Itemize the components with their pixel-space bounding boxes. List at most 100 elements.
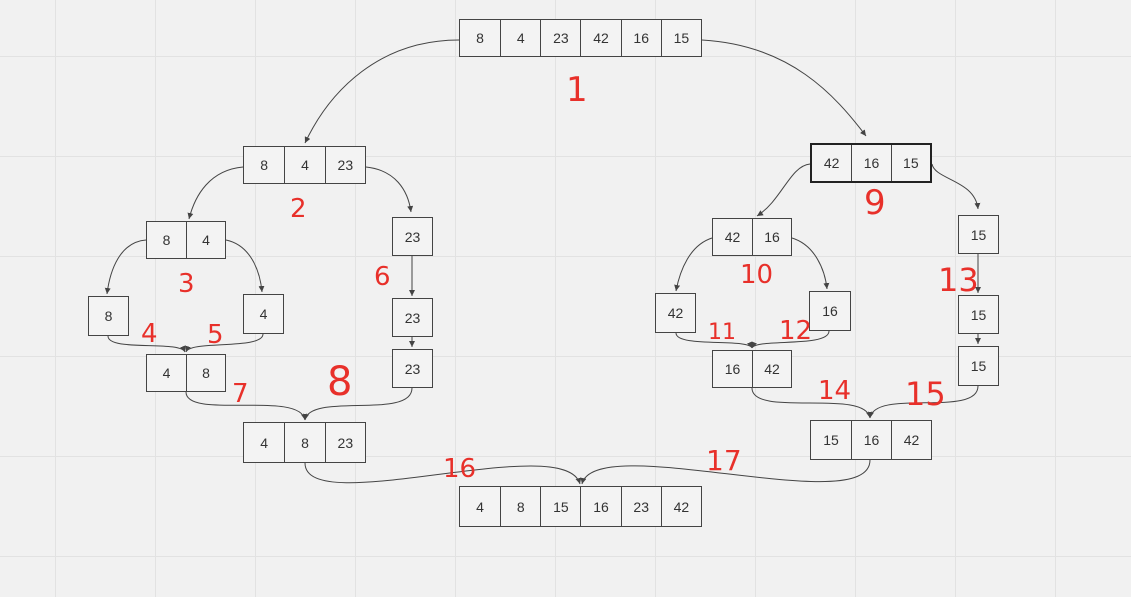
- array-cell: 23: [404, 228, 421, 245]
- array-cell: 23: [620, 487, 661, 526]
- array-cell: 16: [620, 20, 661, 56]
- array-cell: 16: [752, 219, 791, 255]
- array-cell: 16: [851, 421, 891, 459]
- array-cell: 42: [667, 305, 684, 321]
- array-cell: 4: [260, 434, 269, 451]
- step-label: 3: [178, 269, 195, 299]
- step-label: 4: [141, 319, 158, 349]
- step-label: 10: [740, 260, 774, 290]
- array-cell: 15: [660, 20, 701, 56]
- array-8[interactable]: 8: [88, 296, 129, 336]
- edge-9-to-13: [931, 163, 981, 210]
- step-label: 7: [232, 379, 249, 409]
- step-label: 2: [290, 194, 307, 224]
- step-label: 17: [706, 444, 742, 477]
- array-42[interactable]: 42: [655, 293, 696, 333]
- array-cell: 15: [970, 226, 987, 243]
- array-cell: 8: [476, 30, 484, 46]
- step-label: 8: [327, 359, 353, 405]
- array-cell: 42: [724, 229, 741, 245]
- step-label: 16: [443, 454, 477, 484]
- array-cell: 16: [580, 487, 620, 526]
- array-cell: 23: [404, 360, 421, 377]
- array-cell: 15: [890, 145, 930, 181]
- array-15-split[interactable]: 15: [958, 215, 999, 254]
- array-cell: 15: [970, 358, 987, 374]
- array-23-low[interactable]: 23: [392, 349, 433, 388]
- array-cell: 42: [823, 155, 840, 171]
- step-label: 11: [708, 320, 736, 345]
- edge-14-to-16: [751, 387, 872, 419]
- array-cell: 8: [260, 157, 269, 173]
- edge-4-to-7: [107, 335, 186, 353]
- step-label: 9: [864, 183, 886, 223]
- edge-10-to-12: [791, 237, 830, 290]
- edge-6c-to-8: [303, 387, 413, 421]
- array-23-mid[interactable]: 23: [392, 298, 433, 337]
- edge-11-to-14: [675, 332, 753, 349]
- array-cell: 42: [891, 421, 931, 459]
- array-42-16[interactable]: 42 16: [712, 218, 792, 256]
- array-cell: 8: [162, 232, 171, 248]
- array-cell: 15: [823, 432, 839, 448]
- edge-1-to-9: [701, 39, 867, 137]
- edge-3-to-5: [225, 239, 265, 293]
- step-label: 15: [905, 375, 946, 413]
- array-cell: 4: [162, 365, 171, 381]
- edge-9-to-10: [756, 163, 811, 217]
- edge-12-to-14: [751, 330, 830, 349]
- array-cell: 23: [324, 423, 365, 462]
- edge-5-to-7: [185, 333, 264, 353]
- edge-8-to-17: [304, 462, 582, 485]
- edge-10-to-11: [674, 237, 713, 292]
- edge-1-to-2: [304, 39, 460, 144]
- array-23-split[interactable]: 23: [392, 217, 433, 256]
- step-label: 1: [566, 70, 588, 110]
- array-cell: 23: [324, 147, 365, 183]
- edge-16-to-17: [580, 459, 871, 485]
- step-label: 14: [818, 376, 852, 406]
- edge-7-to-8: [185, 391, 307, 421]
- array-cell: 23: [540, 20, 580, 56]
- array-cell: 42: [660, 487, 701, 526]
- edge-2-to-3: [187, 166, 244, 220]
- edge-3-to-4: [104, 239, 147, 295]
- array-cell: 42: [580, 20, 620, 56]
- step-label: 5: [207, 320, 224, 350]
- array-cell: 15: [970, 306, 987, 323]
- array-16[interactable]: 16: [809, 291, 851, 331]
- array-cell: 23: [404, 309, 421, 326]
- array-cell: 16: [851, 145, 890, 181]
- array-15-mid[interactable]: 15: [958, 295, 999, 334]
- step-label: 13: [938, 261, 979, 299]
- edge-15-to-16: [868, 385, 979, 419]
- array-4[interactable]: 4: [243, 294, 284, 334]
- array-cell: 8: [500, 487, 540, 526]
- array-cell: 42: [752, 351, 791, 387]
- edge-2-to-6: [365, 166, 414, 213]
- array-cell: 8: [104, 308, 113, 324]
- array-cell: 4: [284, 147, 324, 183]
- array-cell: 4: [259, 306, 268, 322]
- array-cell: 16: [724, 361, 741, 377]
- array-cell: 4: [500, 20, 540, 56]
- array-cell: 4: [476, 498, 484, 515]
- array-cell: 16: [822, 303, 838, 319]
- array-cell: 8: [284, 423, 324, 462]
- step-label: 6: [374, 262, 391, 292]
- array-cell: 8: [186, 355, 225, 391]
- array-cell: 4: [186, 222, 225, 258]
- step-label: 12: [779, 316, 813, 346]
- array-15-low[interactable]: 15: [958, 346, 999, 386]
